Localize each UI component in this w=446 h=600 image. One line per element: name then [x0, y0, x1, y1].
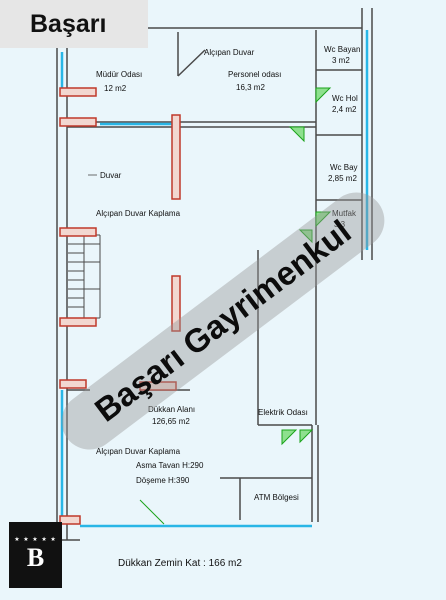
room-area-wc-bay: 2,85 m2 [328, 174, 357, 183]
room-labels: Müdür Odası 12 m2 Personel odası 16,3 m2… [96, 45, 360, 502]
note-asma-tavan: Asma Tavan H:290 [136, 461, 204, 470]
room-name-wc-bayan: Wc Bayan [324, 45, 360, 54]
door-swings [139, 499, 165, 525]
room-name-mudur: Müdür Odası [96, 70, 142, 79]
glass-panels [60, 30, 369, 528]
brand-logo: ★ ★ ★ ★ ★ B [9, 522, 62, 588]
walls [56, 8, 373, 541]
room-area-mudur: 12 m2 [104, 84, 127, 93]
logo-stars-icon: ★ ★ ★ ★ ★ [14, 537, 57, 543]
logo-letter: B [26, 543, 45, 572]
room-name-wc-bay: Wc Bay [330, 163, 358, 172]
plan-notes: Alçıpan Duvar Duvar Alçıpan Duvar Kaplam… [88, 48, 255, 485]
room-area-wc-hol: 2,4 m2 [332, 105, 357, 114]
floor-total-area: Dükkan Zemin Kat : 166 m2 [118, 558, 242, 569]
room-name-elektrik: Elektrik Odası [258, 408, 308, 417]
note-duvar: Duvar [100, 171, 122, 180]
note-kaplama-upper: Alçıpan Duvar Kaplama [96, 209, 181, 218]
columns [59, 87, 181, 525]
brand-header: Başarı [0, 0, 148, 48]
staircase [68, 234, 101, 319]
room-name-mutfak: Mutfak [332, 209, 357, 218]
room-area-wc-bayan: 3 m2 [332, 56, 350, 65]
room-name-wc-hol: Wc Hol [332, 94, 358, 103]
note-alcipan-duvar: Alçıpan Duvar [204, 48, 255, 57]
note-kaplama-lower: Alçıpan Duvar Kaplama [96, 447, 181, 456]
room-name-atm: ATM Bölgesi [254, 493, 299, 502]
room-name-personel: Personel odası [228, 70, 281, 79]
doors [281, 87, 332, 446]
brand-name: Başarı [30, 9, 107, 38]
room-area-mutfak: 3,3 [334, 220, 346, 229]
room-area-personel: 16,3 m2 [236, 83, 265, 92]
room-name-dukkan: Dükkan Alanı [148, 405, 195, 414]
room-area-dukkan: 126,65 m2 [152, 417, 190, 426]
note-doseme: Döşeme H:390 [136, 476, 190, 485]
